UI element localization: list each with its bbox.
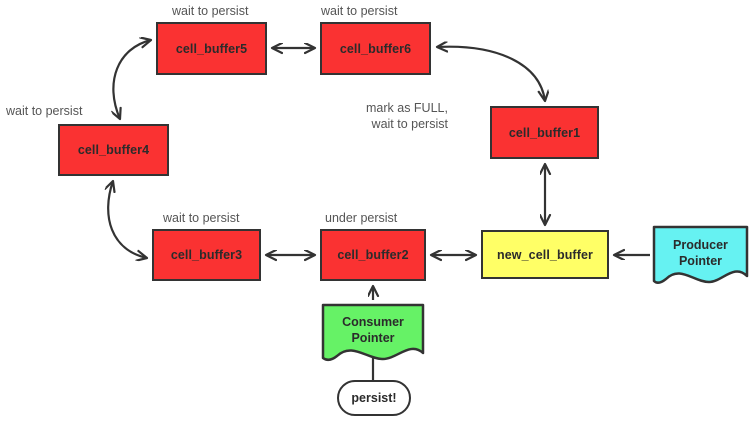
- edge-label-cell-buffer5: wait to persist: [172, 4, 249, 18]
- node-cell-buffer5[interactable]: cell_buffer5: [156, 22, 267, 75]
- node-label: cell_buffer6: [339, 41, 412, 56]
- node-persist-terminal[interactable]: persist!: [337, 380, 411, 416]
- node-cell-buffer4[interactable]: cell_buffer4: [58, 124, 169, 176]
- node-cell-buffer2[interactable]: cell_buffer2: [320, 229, 426, 281]
- edge-label-cell-buffer2: under persist: [325, 211, 398, 225]
- node-label: cell_buffer5: [175, 41, 248, 56]
- node-consumer-pointer[interactable]: Consumer Pointer: [321, 303, 425, 365]
- edge-cb6-cb1: [437, 47, 545, 101]
- node-label: cell_buffer2: [337, 248, 409, 262]
- node-label: cell_buffer3: [170, 248, 243, 262]
- node-new-cell-buffer[interactable]: new_cell_buffer: [481, 230, 609, 279]
- node-label: persist!: [351, 391, 397, 405]
- node-cell-buffer1[interactable]: cell_buffer1: [490, 106, 599, 159]
- node-label: cell_buffer1: [508, 125, 581, 140]
- node-cell-buffer6[interactable]: cell_buffer6: [320, 22, 431, 75]
- edge-cb3-cb4: [108, 181, 147, 258]
- edge-label-cell-buffer6: wait to persist: [321, 4, 398, 18]
- edge-label-cell-buffer3: wait to persist: [163, 211, 240, 225]
- node-producer-pointer[interactable]: Producer Pointer: [652, 225, 749, 288]
- node-cell-buffer3[interactable]: cell_buffer3: [152, 229, 261, 281]
- edge-label-cell-buffer4: wait to persist: [6, 104, 83, 118]
- node-label: new_cell_buffer: [497, 247, 593, 262]
- producer-pointer-shape: [652, 225, 749, 284]
- edge-label-cell-buffer1: mark as FULL, wait to persist: [366, 101, 448, 131]
- edge-cb4-cb5: [113, 40, 151, 119]
- consumer-pointer-shape: [321, 303, 425, 361]
- node-label: cell_buffer4: [77, 143, 150, 157]
